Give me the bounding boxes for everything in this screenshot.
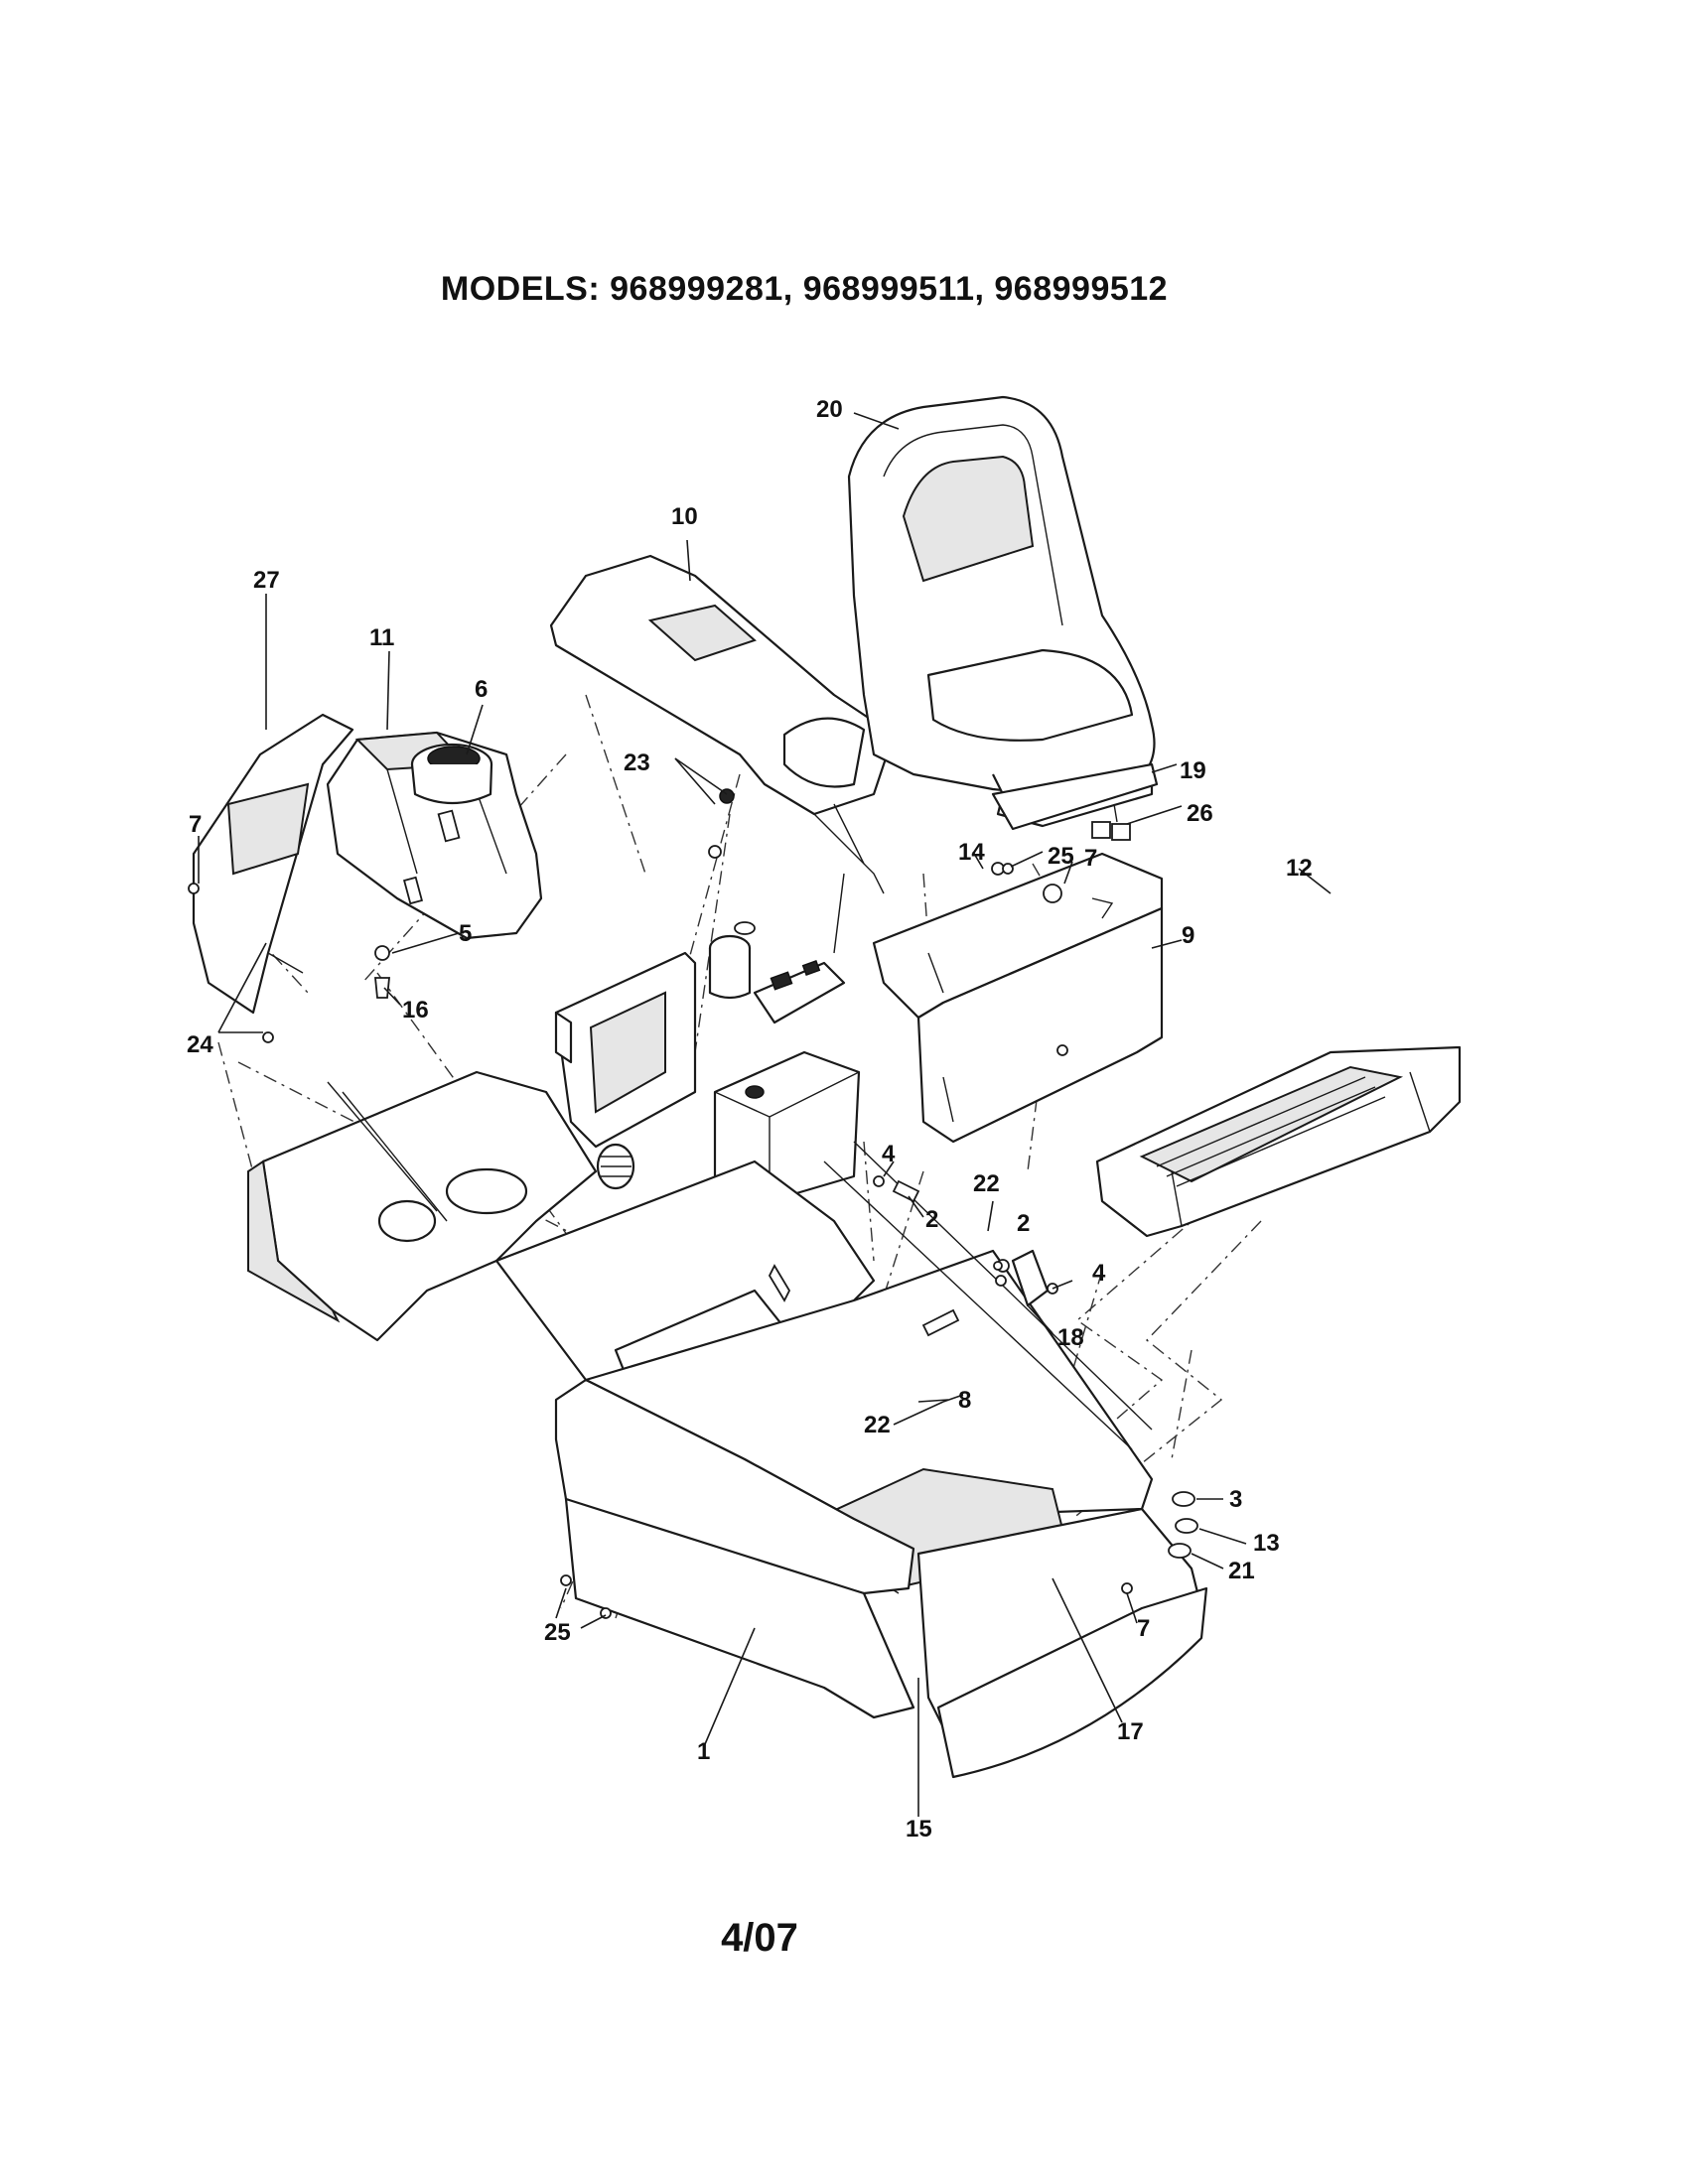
- callout-24: 24: [187, 1031, 213, 1058]
- callout-labels: 20 10 27 11 6 7 19 26 23 14 25 9 12 7 5 …: [187, 396, 1313, 1843]
- part-20-seat: [847, 395, 1156, 828]
- callout-26: 26: [1187, 800, 1213, 827]
- part-10-console: [549, 554, 896, 894]
- callout-8: 8: [958, 1387, 971, 1414]
- callout-18: 18: [1057, 1324, 1084, 1351]
- callout-9: 9: [1182, 922, 1194, 949]
- callout-14: 14: [958, 839, 985, 866]
- callout-11: 11: [369, 624, 394, 651]
- models-title: MODELS: 968999281, 968999511, 968999512: [440, 270, 1169, 308]
- callout-4-right: 4: [1092, 1260, 1106, 1287]
- part-6-fuel-cap: [410, 743, 493, 805]
- part-27-fender-panel: [192, 713, 354, 1015]
- callout-23: 23: [624, 750, 650, 776]
- callout-21: 21: [1228, 1558, 1255, 1584]
- callout-12: 12: [1286, 855, 1313, 882]
- callout-7-mid: 7: [1084, 845, 1097, 872]
- part-26-seat-switch: [1091, 803, 1131, 841]
- hardware-fasteners: [188, 845, 1198, 1619]
- revision-date: 4/07: [721, 1916, 798, 1960]
- callout-4-left: 4: [882, 1141, 896, 1167]
- part-1-frame-body: [247, 1070, 1203, 1749]
- part-console-support-bracket: [554, 951, 697, 1190]
- callout-27: 27: [253, 567, 280, 594]
- callout-15: 15: [906, 1816, 932, 1843]
- part-17-rear-plate: [936, 1586, 1208, 1779]
- part-9-seat-plate: [872, 852, 1164, 1144]
- callout-1: 1: [697, 1738, 710, 1765]
- callout-6: 6: [475, 676, 488, 703]
- callout-13: 13: [1253, 1530, 1280, 1557]
- callout-5: 5: [459, 920, 472, 947]
- callout-17: 17: [1117, 1718, 1144, 1745]
- leader-lines: [198, 412, 1332, 1817]
- callout-10: 10: [671, 503, 698, 530]
- part-12-foot-step: [1095, 1045, 1462, 1238]
- callout-25-bottom: 25: [544, 1619, 571, 1646]
- callout-2-left: 2: [925, 1206, 938, 1233]
- part-18-bracket: [995, 1249, 1050, 1307]
- part-ignition-switch-assembly: [708, 873, 846, 1024]
- callout-19: 19: [1180, 757, 1206, 784]
- callout-22-bottom: 22: [864, 1412, 891, 1438]
- callout-7-left: 7: [189, 811, 202, 838]
- callout-3: 3: [1229, 1486, 1242, 1513]
- callout-20: 20: [816, 396, 843, 423]
- part-19-seat-pan: [991, 762, 1159, 831]
- callout-7-right: 7: [1137, 1615, 1150, 1642]
- callout-16: 16: [402, 997, 429, 1024]
- callout-22-top: 22: [973, 1170, 1000, 1197]
- callout-25-top: 25: [1048, 843, 1074, 870]
- callout-2-right: 2: [1017, 1210, 1030, 1237]
